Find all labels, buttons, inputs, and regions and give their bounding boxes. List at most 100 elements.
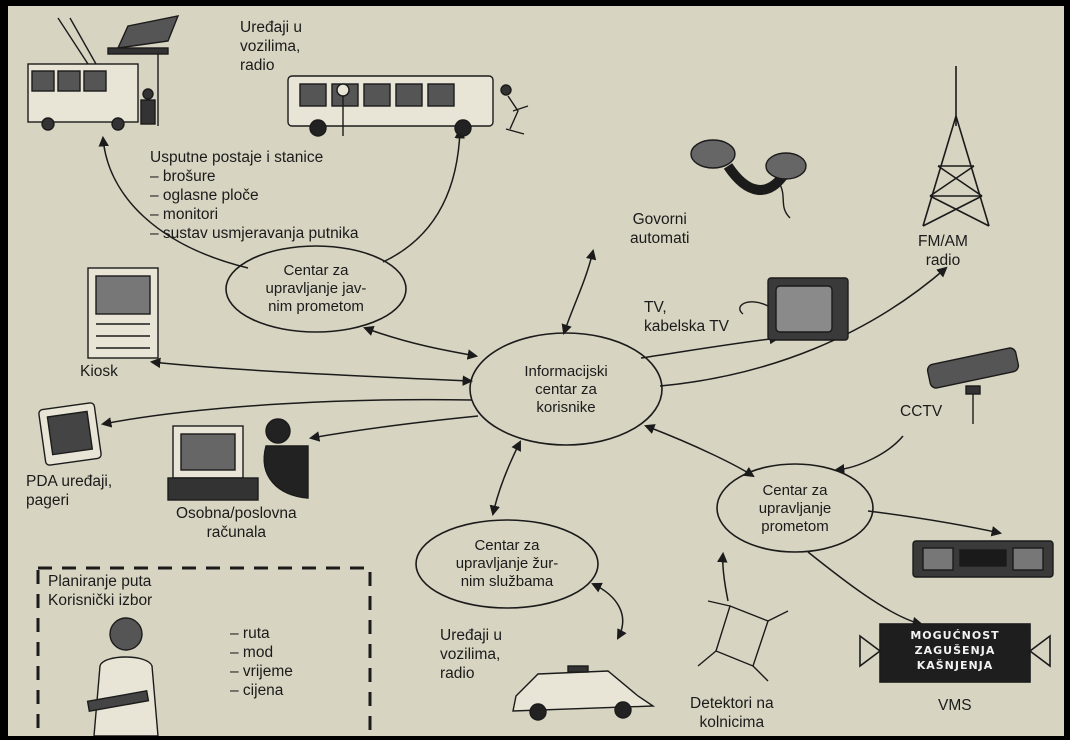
detectors-line-2: kolnicima [699,714,765,731]
planning-box-item: – vrijeme [230,663,293,680]
cctv-camera-illustration [926,347,1020,424]
vehicles-top-label: Uređaji u vozilima, radio [240,18,302,75]
tv-line-2: kabelska TV [644,318,730,335]
police-car-illustration [512,665,656,721]
public-transport-center-ellipse [225,245,407,333]
payphones-line-2: automati [630,230,690,247]
planning-box-title-line-2: Korisnički izbor [48,592,153,609]
vehicles-top-line-2: vozilima, [240,38,301,55]
public-transport-center-line-3: nim prometom [268,298,364,315]
pda-illustration [38,402,102,466]
emergency-center-label: Centar za upravljanje žur- nim službama [432,537,582,591]
arrow-info-payphones [561,248,597,335]
radio-line-1: FM/AM [918,233,968,250]
traffic-center-line-1: Centar za [762,482,828,499]
stations-item: – monitori [150,206,219,223]
arrow-info-kiosk [149,357,474,386]
vehicles-bottom-label: Uređaji u vozilima, radio [440,626,502,683]
arrow-info-tv [640,333,781,359]
vehicles-top-line-3: radio [240,57,275,74]
tv-line-1: TV, [644,299,667,316]
stations-label: Usputne postaje i stanice – brošure – og… [150,148,359,243]
vehicles-bottom-line-1: Uređaji u [440,627,503,644]
stations-list: – brošure – oglasne ploče – monitori – s… [150,167,359,243]
public-transport-center-line-2: upravljanje jav- [265,280,367,297]
public-transport-center-line-1: Centar za [283,262,349,279]
vms-sign-text: MOGUĆNOST ZAGUŠENJA KAŠNJENJA [880,628,1030,673]
arrow-cctv-traffic [833,435,904,475]
info-center-line-3: korisnike [536,399,596,416]
vms-sign-line-2: ZAGUŠENJA [914,644,996,657]
radio-tower-illustration [922,66,990,227]
planning-box-item: – mod [230,644,274,661]
planning-box-item: – cijena [230,682,284,699]
arrow-info-pda [100,398,473,428]
payphones-line-1: Govorni [632,211,687,228]
vms-sign-frame [859,623,1051,683]
emergency-center-line-1: Centar za [474,537,540,554]
arrow-info-emergency [489,440,521,517]
info-center-line-2: centar za [535,381,597,398]
pda-label: PDA uređaji, pageri [26,472,112,510]
traffic-center-ellipse [716,463,874,553]
vms-label: VMS [938,697,972,714]
planning-box-list: – ruta – mod – vrijeme – cijena [230,624,293,700]
traffic-center-label: Centar za upravljanje prometom [725,482,865,536]
arrow-traffic-radio [867,510,1003,537]
vehicles-bottom-line-2: vozilima, [440,646,501,663]
road-detector-illustration [697,600,789,682]
diagram-page: Centar za upravljanje jav- nim prometom … [8,6,1064,736]
payphone-illustration [690,139,807,219]
info-center-line-1: Informacijski [524,363,608,380]
tv-label: TV, kabelska TV [644,298,729,336]
detectors-line-1: Detektori na [690,695,774,712]
arrow-info-pc [308,415,479,442]
kiosk-illustration [87,267,159,359]
planning-box-item: – ruta [230,625,270,642]
pc-line-2: računala [206,524,267,541]
arrow-emergency-vehicles [591,582,627,640]
pc-line-1: Osobna/poslovna [176,505,297,522]
arrow-transport-to-stations [98,135,249,269]
arrow-info-traffic [644,424,755,478]
pda-line-1: PDA uređaji, [26,473,113,490]
arrow-transport-to-vehicles [382,127,465,263]
payphones-label: Govorni automati [630,210,689,248]
vms-sign-line-1: MOGUĆNOST [910,629,1000,642]
arrow-traffic-vms [807,551,924,628]
bus-illustration [287,75,529,137]
pda-line-2: pageri [26,492,70,509]
radio-line-2: radio [925,252,961,269]
stations-item: – oglasne ploče [150,187,259,204]
tv-illustration [739,277,849,341]
emergency-center-line-2: upravljanje žur- [455,555,559,572]
kiosk-label: Kiosk [80,363,118,380]
arrow-detectors-traffic [717,551,729,602]
diagram-canvas [27,15,1054,736]
stations-item: – brošure [150,168,216,185]
car-radio-illustration [912,540,1054,578]
traffic-center-line-2: upravljanje [758,500,832,517]
planning-box-border [36,566,372,736]
emergency-center-ellipse [415,519,599,609]
pc-label: Osobna/poslovna računala [176,504,297,542]
info-center-label: Informacijski centar za korisnike [496,363,636,417]
arrow-info-radio [659,266,948,387]
stations-title: Usputne postaje i stanice [150,149,324,166]
cctv-label: CCTV [900,403,943,420]
emergency-center-line-3: nim službama [460,573,554,590]
public-transport-center-label: Centar za upravljanje jav- nim prometom [246,262,386,316]
stations-item: – sustav usmjeravanja putnika [150,225,359,242]
detectors-label: Detektori na kolnicima [690,694,774,732]
planning-box-title-line-1: Planiranje puta [48,573,152,590]
pc-illustration [167,418,309,501]
vehicles-top-line-1: Uređaji u [240,19,303,36]
traveler-woman-illustration [86,617,159,736]
vms-sign-line-3: KAŠNJENJA [916,659,994,672]
arrow-transport-info [363,326,479,360]
vehicles-bottom-line-3: radio [440,665,475,682]
radio-label: FM/AM radio [918,232,968,270]
planning-box-title: Planiranje puta Korisnički izbor [48,572,152,610]
tram-illustration [27,15,180,131]
traffic-center-line-3: prometom [761,518,829,535]
